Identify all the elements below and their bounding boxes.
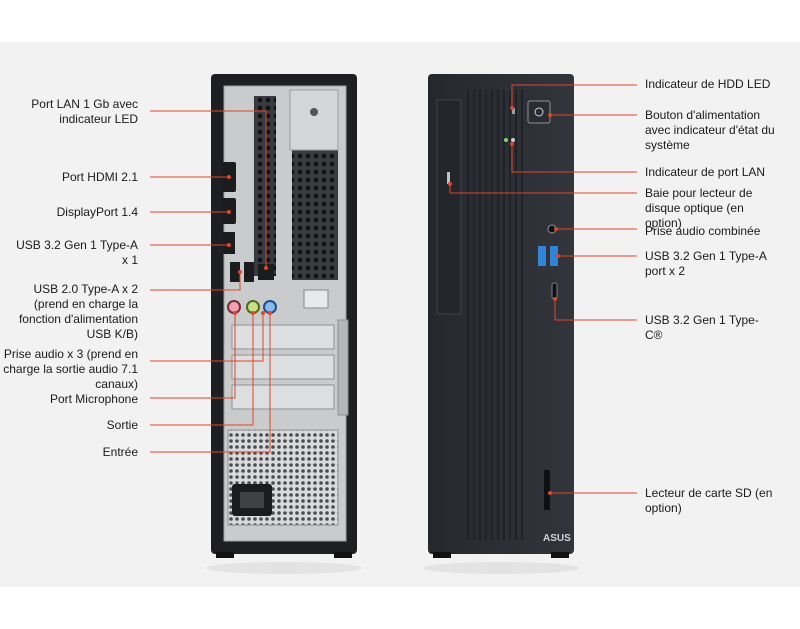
label-line-in: Entrée — [102, 445, 138, 459]
mic-jack — [227, 300, 241, 314]
label-usb32-front-a: USB 3.2 Gen 1 Type-A port x 2 — [645, 249, 767, 278]
asus-logo: ASUS — [543, 533, 571, 544]
label-usb32-rear: USB 3.2 Gen 1 Type-A x 1 — [16, 238, 138, 267]
front-chassis: ASUS — [423, 74, 579, 574]
label-line-out: Sortie — [106, 418, 138, 432]
usb20-rear-shape-2 — [244, 262, 254, 282]
dot-usb32-rear — [227, 243, 231, 247]
dot-combo-audio — [554, 227, 558, 231]
expansion-slot-2 — [231, 354, 335, 380]
leader-optical-bay — [449, 184, 637, 194]
label-usb20-rear: USB 2.0 Type-A x 2 (prend en charge la f… — [18, 282, 138, 341]
leader-line-in — [150, 313, 271, 453]
optical-eject-button — [447, 172, 450, 184]
rear-shadow — [206, 562, 362, 574]
leader-lines — [150, 84, 637, 494]
front-panel — [428, 74, 574, 554]
power-socket-inner — [240, 492, 264, 508]
dot-usb20-rear — [238, 270, 242, 274]
front-foot-right — [551, 552, 569, 558]
front-shadow — [423, 562, 579, 574]
hdd-led-shape — [512, 108, 515, 114]
leader-lan-led — [511, 144, 637, 173]
leader-usb32-front-c — [554, 299, 637, 321]
dot-displayport — [227, 210, 231, 214]
dot-lan-led — [510, 142, 514, 146]
usb-c-front — [551, 282, 558, 300]
label-optical-bay: Baie pour lecteur de disque optique (en … — [645, 186, 753, 230]
label-hdmi-port: Port HDMI 2.1 — [61, 170, 138, 184]
leader-dots — [227, 106, 560, 495]
dot-line-in — [268, 311, 272, 315]
label-usb32-front-c: USB 3.2 Gen 1 Type-C® — [645, 313, 759, 342]
slot-bracket — [337, 319, 349, 416]
leader-lan-port — [150, 110, 267, 268]
label-audio-rear: Prise audio x 3 (prend en charge la sort… — [3, 347, 138, 391]
leader-hdd-led — [511, 84, 637, 108]
label-power-button: Bouton d'alimentation avec indicateur d'… — [645, 108, 775, 152]
front-foot-left — [433, 552, 451, 558]
sd-slot — [544, 470, 550, 510]
power-button-shape — [527, 100, 551, 124]
dot-power-button — [548, 113, 552, 117]
leader-audio-rear — [150, 313, 264, 362]
dot-optical-bay — [448, 182, 452, 186]
leader-usb20-rear — [150, 272, 241, 291]
expansion-slot-1 — [231, 324, 335, 350]
dot-sd-reader — [548, 491, 552, 495]
label-lan-port: Port LAN 1 Gb avec indicateur LED — [31, 97, 138, 126]
usb20-rear-shape-1 — [230, 262, 240, 282]
front-grooves — [467, 90, 523, 540]
usb-a-front-1 — [538, 246, 546, 266]
leader-mic-port — [150, 313, 236, 399]
rear-vent-field — [292, 150, 338, 280]
rear-top-bracket — [289, 89, 339, 151]
label-lan-led: Indicateur de port LAN — [645, 165, 766, 179]
screw-icon — [310, 108, 318, 116]
rear-foot-left — [216, 552, 234, 558]
dot-hdmi-port — [227, 175, 231, 179]
dot-line-out — [251, 311, 255, 315]
expansion-slot-3 — [231, 384, 335, 410]
label-mic-port: Port Microphone — [49, 392, 138, 406]
rear-foot-right — [334, 552, 352, 558]
dot-hdd-led — [510, 106, 514, 110]
rear-plug — [303, 289, 329, 309]
label-sd-reader: Lecteur de carte SD (en option) — [645, 486, 773, 515]
dot-audio-rear — [261, 311, 265, 315]
label-displayport: DisplayPort 1.4 — [56, 205, 138, 219]
background-band — [0, 42, 800, 587]
label-hdd-led: Indicateur de HDD LED — [645, 77, 771, 91]
dot-usb32-front-c — [553, 297, 557, 301]
power-icon — [534, 107, 544, 117]
label-combo-audio: Prise audio combinée — [645, 224, 761, 238]
lan-port-shape — [258, 264, 274, 280]
dot-lan-port — [264, 266, 268, 270]
optical-bay-shape — [436, 99, 462, 315]
leader-line-out — [150, 313, 254, 426]
rear-vent-column — [254, 96, 276, 276]
dot-mic-port — [233, 311, 237, 315]
rear-chassis — [206, 74, 362, 574]
lan-led-shape — [504, 138, 508, 142]
lan-icon — [511, 138, 515, 142]
dot-usb32-front-a — [556, 254, 560, 258]
usb-a-front-2 — [550, 246, 558, 266]
